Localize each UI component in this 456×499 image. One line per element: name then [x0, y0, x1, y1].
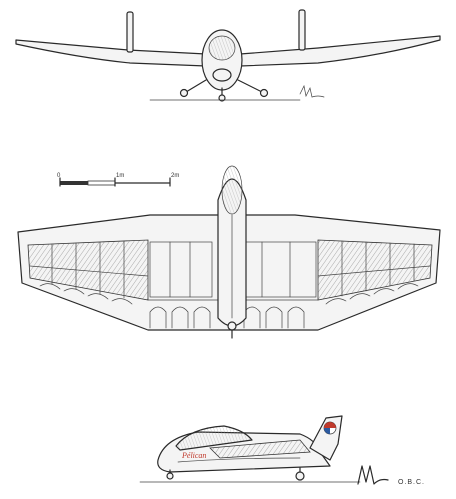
scale-bar: 0 1m 2m [57, 173, 179, 187]
side-view-nose-wheel [166, 472, 174, 480]
side-view-signature [357, 465, 389, 485]
front-view-right-winglet [298, 9, 306, 51]
side-view-fuselage-text: Pélican [181, 451, 206, 460]
front-view-intake [212, 68, 232, 82]
front-view-nose-wheel [218, 94, 226, 102]
top-view-right-wing-bays [317, 239, 433, 301]
top-view-centre-bays [147, 241, 319, 329]
top-view-left-wing-bays [27, 239, 149, 301]
side-view-wing [209, 439, 311, 459]
side-view: Pélican O.B.C. [139, 415, 425, 486]
front-view-left-wing [15, 39, 207, 67]
front-view-signature [299, 84, 325, 98]
top-view-canopy [222, 166, 242, 214]
side-view-main-wheel [295, 471, 305, 481]
top-view-outer-arches [39, 283, 419, 305]
drawing-credit: O.B.C. [398, 479, 425, 486]
front-view [15, 9, 441, 102]
front-view-left-wheel [179, 88, 189, 98]
scale-label-mid: 1m [116, 173, 124, 179]
front-view-left-winglet [126, 11, 134, 53]
front-view-right-wheel [259, 88, 269, 98]
top-view [17, 165, 441, 339]
scale-label-start: 0 [57, 173, 61, 179]
front-view-canopy [209, 36, 235, 60]
scale-label-end: 2m [171, 173, 179, 179]
front-view-right-wing [239, 35, 441, 67]
